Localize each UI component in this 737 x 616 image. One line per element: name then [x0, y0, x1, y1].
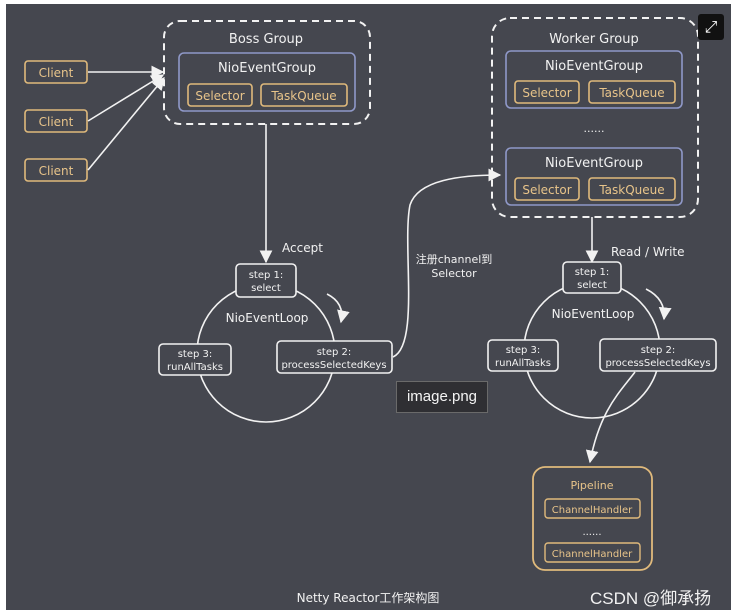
- right-step2-box: [599, 338, 717, 372]
- left-step1-line2: select: [251, 283, 281, 294]
- right-step1-box: [562, 261, 622, 294]
- image-filename-tooltip: image.png: [396, 381, 488, 413]
- boss-taskqueue-box: [260, 83, 348, 107]
- pipeline-handler2-box: [544, 542, 641, 563]
- worker-selector1-box: [514, 80, 580, 104]
- left-step3-line2: runAllTasks: [167, 362, 223, 373]
- boss-nio-label: NioEventGroup: [218, 61, 316, 76]
- diagram-caption: Netty Reactor工作架构图: [297, 590, 440, 605]
- client-label-2: Client: [39, 115, 74, 129]
- client-box-1: [24, 60, 88, 84]
- diagram-background: [6, 4, 731, 610]
- left-step3-line1: step 3:: [178, 349, 213, 360]
- register-label-1: 注册channel到: [416, 252, 493, 266]
- client-box-2: [24, 109, 88, 133]
- left-step2-box: [276, 340, 393, 374]
- right-step2-line1: step 2:: [641, 345, 676, 356]
- pipeline-handler1-label: ChannelHandler: [552, 505, 633, 516]
- right-step1-line1: step 1:: [575, 267, 610, 278]
- right-step3-line1: step 3:: [506, 345, 541, 356]
- client-2-arrow: [87, 74, 165, 122]
- pipeline-handler2-label: ChannelHandler: [552, 549, 633, 560]
- left-step1-box: [235, 263, 297, 298]
- boss-selector-box: [187, 83, 253, 107]
- right-step2-line2: processSelectedKeys: [605, 358, 710, 369]
- accept-label: Accept: [282, 241, 323, 255]
- pipeline-handler1-box: [544, 498, 641, 519]
- pipeline-ellipsis: ......: [582, 527, 601, 538]
- worker-taskqueue2-box: [588, 177, 676, 201]
- pipeline-arrow: [585, 371, 636, 464]
- left-step3-box: [158, 343, 232, 376]
- boss-group-title: Boss Group: [229, 32, 303, 47]
- right-step3-line2: runAllTasks: [495, 358, 551, 369]
- register-arrow: [392, 168, 502, 358]
- boss-nio-box: [178, 52, 356, 112]
- pipeline-title: Pipeline: [570, 479, 613, 492]
- worker-selector2-label: Selector: [522, 183, 571, 197]
- worker-selector1-label: Selector: [522, 86, 571, 100]
- worker-selector2-box: [514, 177, 580, 201]
- client-label-3: Client: [39, 164, 74, 178]
- right-step3-box: [487, 339, 559, 372]
- right-loop-label: NioEventLoop: [552, 307, 635, 321]
- expand-icon[interactable]: ⤢: [698, 14, 724, 40]
- worker-taskqueue1-box: [588, 80, 676, 104]
- register-label-2: Selector: [431, 267, 477, 280]
- worker-nio2-label: NioEventGroup: [545, 156, 643, 171]
- left-loop-label: NioEventLoop: [226, 311, 309, 325]
- worker-group-title: Worker Group: [549, 32, 639, 47]
- worker-nio2-box: [505, 147, 683, 206]
- boss-taskqueue-label: TaskQueue: [270, 89, 336, 103]
- left-loop-curve-arrow: [326, 293, 350, 324]
- client-3-arrow: [87, 77, 165, 171]
- worker-group-box: [491, 17, 699, 218]
- csdn-watermark: CSDN @御承扬: [590, 589, 712, 608]
- worker-nio1-label: NioEventGroup: [545, 59, 643, 74]
- client-box-3: [24, 158, 88, 182]
- left-step2-line1: step 2:: [317, 347, 352, 358]
- boss-selector-label: Selector: [195, 89, 244, 103]
- left-step1-line1: step 1:: [249, 270, 284, 281]
- worker-nio1-box: [505, 50, 683, 109]
- pipeline-box: [532, 466, 653, 571]
- worker-ellipsis: ......: [584, 122, 605, 135]
- left-step2-line2: processSelectedKeys: [281, 360, 386, 371]
- right-loop-curve-arrow: [645, 288, 672, 321]
- client-label-1: Client: [39, 66, 74, 80]
- readwrite-label: Read / Write: [611, 245, 685, 259]
- worker-taskqueue2-label: TaskQueue: [598, 183, 664, 197]
- right-step1-line2: select: [577, 280, 607, 291]
- worker-taskqueue1-label: TaskQueue: [598, 86, 664, 100]
